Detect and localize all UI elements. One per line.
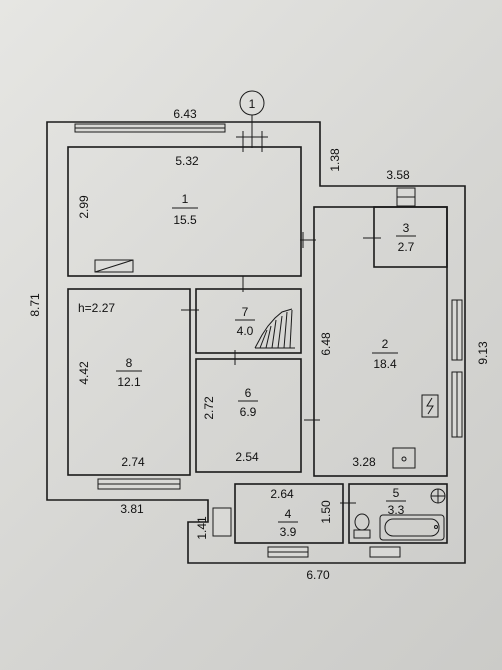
dim-room3-top: 3.58 (386, 168, 410, 182)
room-area: 4.0 (237, 324, 254, 338)
dim-bottom-left: 3.81 (120, 502, 144, 516)
room-number: 8 (126, 356, 133, 370)
room-number: 4 (285, 507, 292, 521)
room-2-label: 2 18.4 (372, 337, 398, 371)
hatch-block-icon (94, 259, 134, 273)
room-4-outline (234, 483, 344, 544)
room-2-outline (313, 206, 448, 477)
room-6-label: 6 6.9 (238, 386, 258, 419)
room-8-label: 8 12.1 (116, 356, 142, 389)
room-6-outline (195, 358, 302, 473)
dim-room4-height: 1.41 (195, 516, 209, 540)
room-area: 3.9 (280, 525, 297, 539)
dim-room2-width: 3.28 (352, 455, 376, 469)
room-area: 18.4 (373, 357, 397, 371)
dim-bottom-outer: 6.70 (306, 568, 330, 582)
room-number: 1 (182, 192, 189, 206)
room-1-label: 1 15.5 (172, 192, 198, 227)
room-3-label: 3 2.7 (396, 221, 416, 254)
room-area: 12.1 (117, 375, 141, 389)
axis-marker-label: 1 (249, 97, 256, 111)
dim-step-right: 1.38 (328, 148, 342, 172)
room-number: 2 (382, 337, 389, 351)
room-number: 5 (393, 486, 400, 500)
room-area: 2.7 (398, 240, 415, 254)
room-number: 6 (245, 386, 252, 400)
room-5-outline (348, 483, 448, 544)
room-4-label: 4 3.9 (278, 507, 298, 539)
outer-wall (46, 121, 466, 564)
room-3-outline (373, 206, 448, 268)
dim-left-outer: 8.71 (28, 293, 42, 317)
window-room4-left (212, 507, 232, 537)
room-number: 7 (242, 305, 249, 319)
room-area: 6.9 (240, 405, 257, 419)
room-area: 3.3 (388, 503, 405, 517)
dim-top-outer: 6.43 (173, 107, 197, 121)
room-number: 3 (403, 221, 410, 235)
electric-panel-icon (421, 394, 439, 418)
room-7-label: 7 4.0 (235, 305, 255, 338)
bathtub-icon (379, 514, 445, 541)
dim-room8-width: 2.74 (121, 455, 145, 469)
room-area: 15.5 (173, 213, 197, 227)
toilet-icon (353, 513, 371, 539)
dim-right-outer: 9.13 (476, 341, 490, 365)
ceiling-height-note: h=2.27 (78, 301, 115, 315)
dim-room4-width: 2.64 (270, 487, 294, 501)
dim-room2-height: 6.48 (319, 332, 333, 356)
room-5-label: 5 3.3 (386, 486, 406, 517)
room-7-outline (195, 288, 302, 354)
room-8-outline (67, 288, 191, 476)
dim-room8-height: 4.42 (77, 361, 91, 385)
washbasin-icon (430, 488, 446, 504)
room-1-outline (67, 146, 302, 277)
sink-icon (392, 447, 416, 469)
dim-room1-height: 2.99 (77, 195, 91, 219)
dim-room1-width: 5.32 (175, 154, 199, 168)
dim-room5-height: 1.50 (319, 500, 333, 524)
staircase-icon (254, 308, 295, 349)
dim-room6-height: 2.72 (202, 396, 216, 420)
dim-room6-width: 2.54 (235, 450, 259, 464)
window-bottom-room5 (369, 546, 401, 558)
